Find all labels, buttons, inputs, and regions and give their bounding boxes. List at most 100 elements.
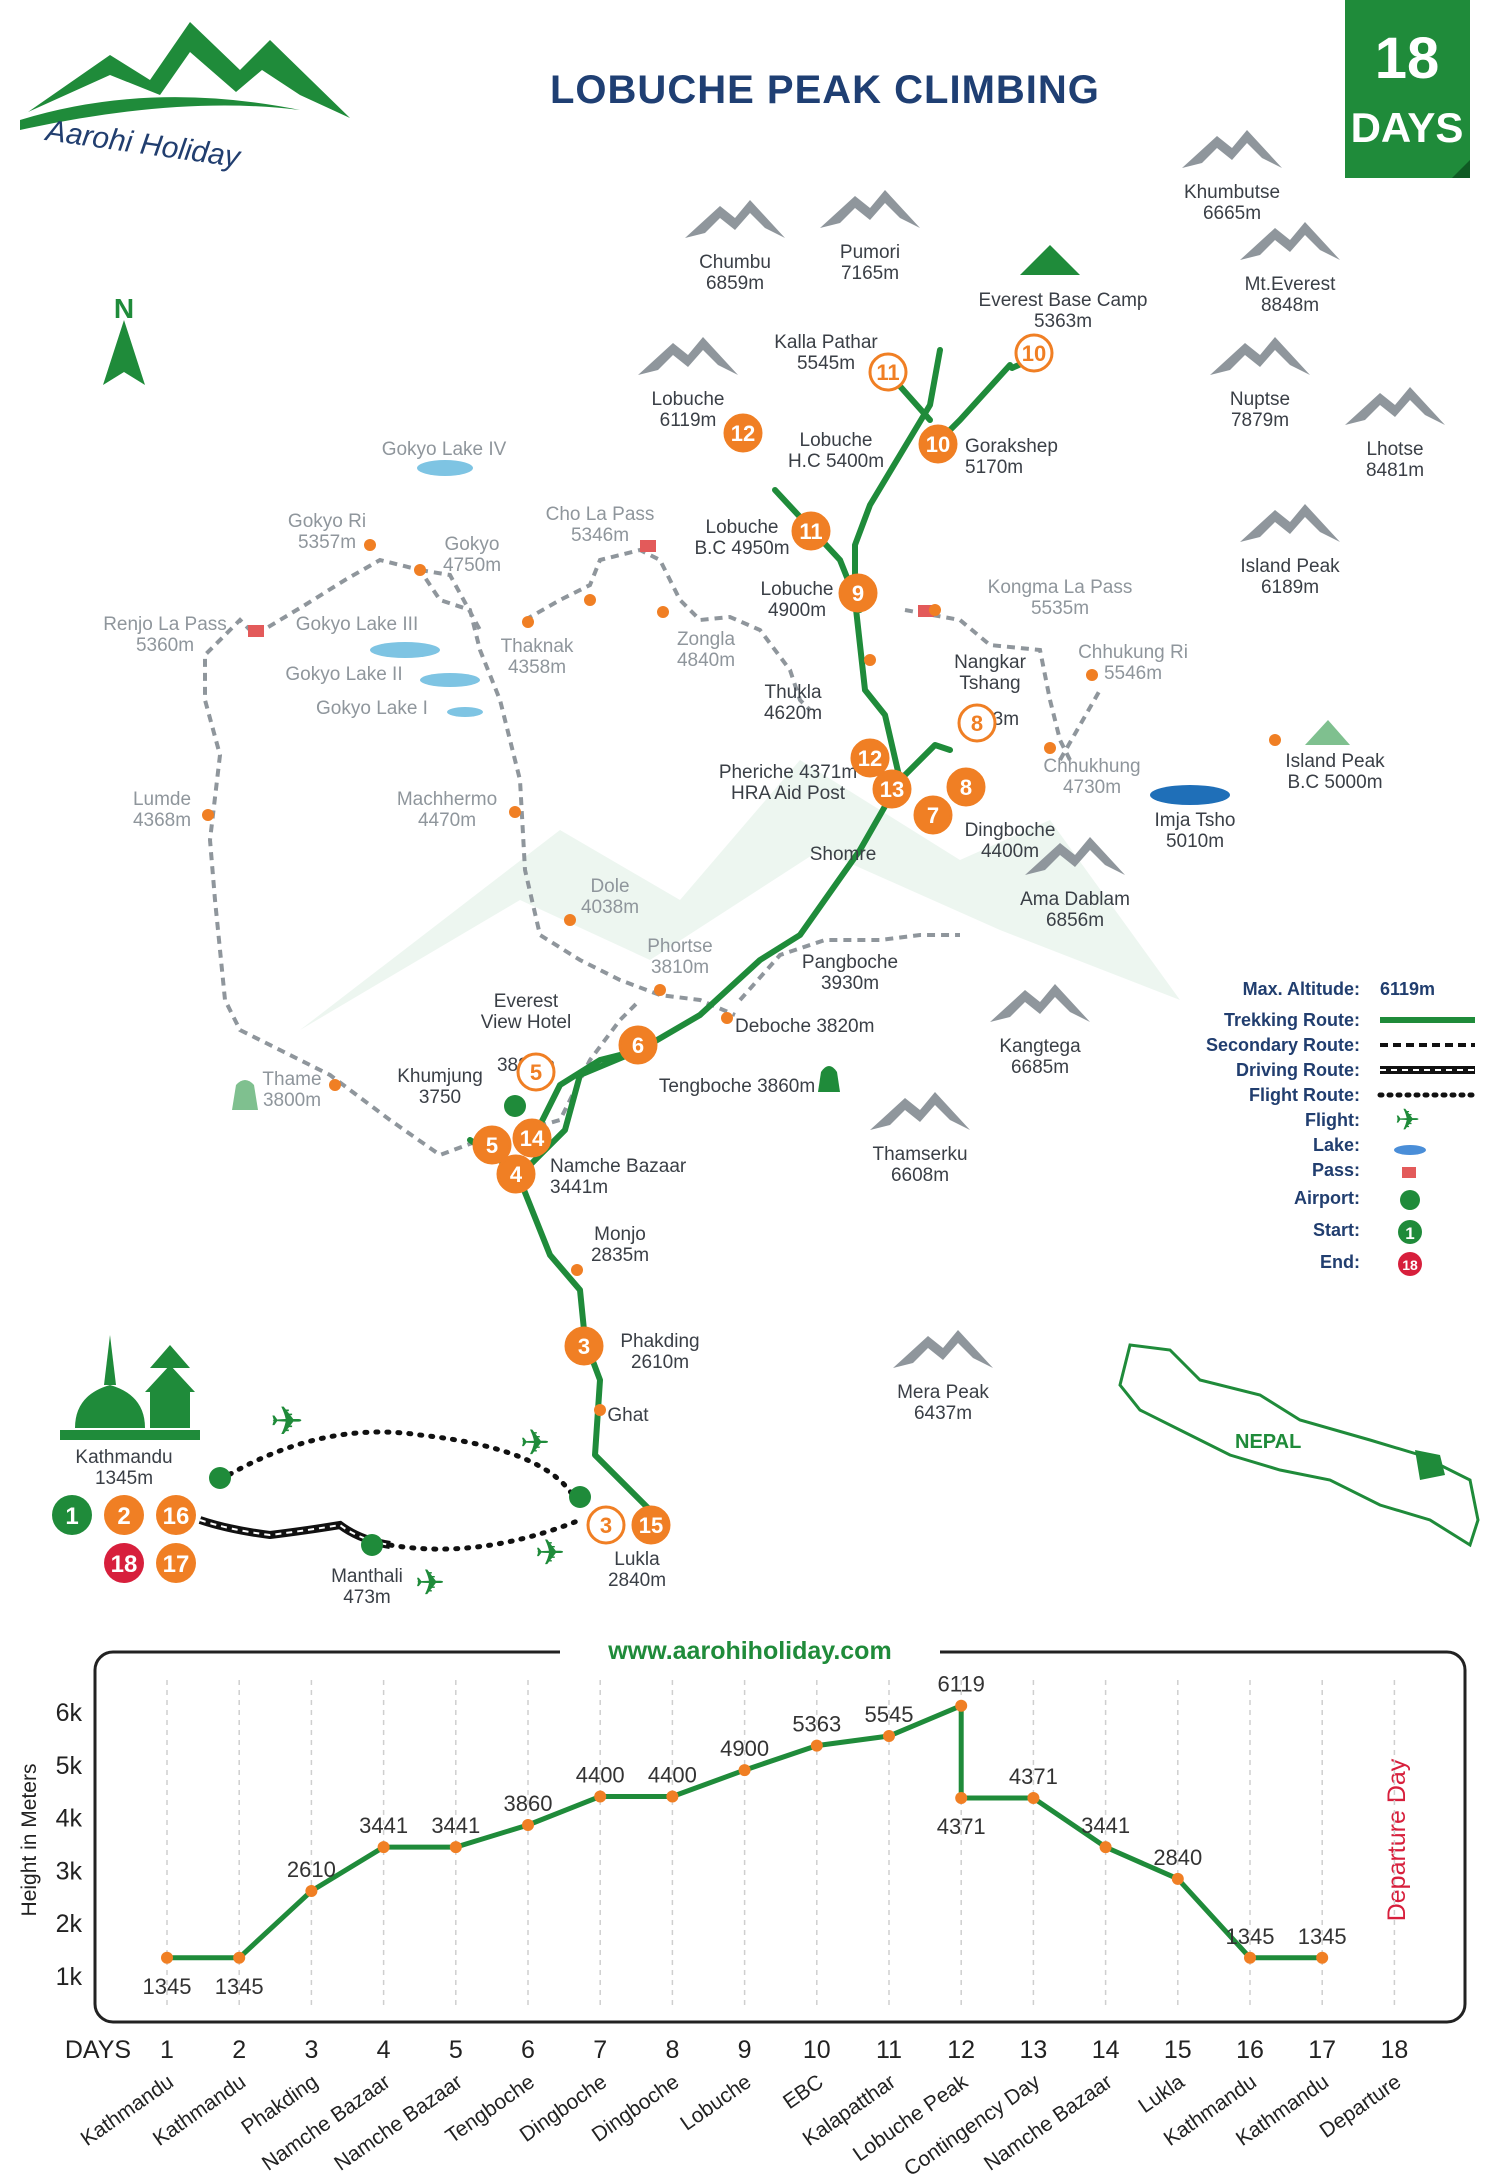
peak-altitude: 6685m <box>1011 1057 1069 1078</box>
place-name: Everest <box>494 991 559 1012</box>
day-marker <box>516 1052 556 1092</box>
x-tick-label: 18 <box>1380 2036 1408 2064</box>
chart-point <box>1099 1841 1112 1854</box>
syangboche-airport-icon <box>504 1095 526 1117</box>
mountain-icon <box>893 1330 993 1368</box>
place-name: Kathmandu <box>75 1447 172 1468</box>
y-tick-label: 6k <box>56 1699 83 1727</box>
grey-place-altitude: 5357m <box>298 532 356 553</box>
place-name: Nangkar <box>954 652 1026 673</box>
place-name: Gorakshep <box>965 436 1058 457</box>
day-marker <box>946 767 986 807</box>
route-dot <box>929 604 941 616</box>
route-dot <box>1044 742 1056 754</box>
website-link[interactable]: www.aarohiholiday.com <box>607 1637 891 1665</box>
imja-lake-icon <box>1150 785 1230 805</box>
day-marker <box>631 1505 671 1545</box>
kathmandu-day-badge <box>104 1543 144 1583</box>
grey-place-name: Renjo La Pass <box>103 614 227 635</box>
elevation-series-line <box>167 1703 1323 1961</box>
mountain-icon <box>1210 337 1310 375</box>
peak-altitude: 7879m <box>1231 410 1289 431</box>
y-tick-label: 1k <box>56 1963 83 1991</box>
chart-point <box>377 1841 390 1854</box>
place-name: Kalla Pathar <box>774 332 878 353</box>
chart-data-label: 1345 <box>1226 1924 1275 1949</box>
peak-altitude: 6665m <box>1203 203 1261 224</box>
place-altitude: 5170m <box>965 457 1023 478</box>
grey-place-altitude: 5546m <box>1104 663 1162 684</box>
place-name: Tengboche 3860m <box>659 1076 815 1097</box>
legend-label: Secondary Route: <box>1206 1035 1360 1055</box>
grey-place-name: Gokyo Ri <box>288 511 366 532</box>
chart-data-label: 1345 <box>143 1974 192 1999</box>
kathmandu-day-number: 2 <box>117 1503 130 1530</box>
peak-name: Kangtega <box>999 1036 1081 1057</box>
svg-text:18: 18 <box>1402 1257 1418 1273</box>
kathmandu-day-number: 18 <box>111 1551 138 1578</box>
chart-point <box>1027 1792 1040 1805</box>
elevation-chart: www.aarohiholiday.com Height in Meters D… <box>18 1630 1467 2181</box>
nepal-label: NEPAL <box>1235 1431 1301 1453</box>
route-dot <box>414 564 426 576</box>
legend-max-alt-value: 6119m <box>1380 979 1435 999</box>
chart-data-label: 5363 <box>792 1712 841 1737</box>
kathmandu-day-badge <box>104 1495 144 1535</box>
day-marker-number: 12 <box>858 746 882 771</box>
svg-text:N: N <box>114 293 134 324</box>
place-name: Pheriche 4371m <box>719 762 857 783</box>
chart-point <box>594 1790 607 1803</box>
days-axis-label: DAYS <box>65 2036 131 2064</box>
peak-icons <box>638 130 1445 1368</box>
lake-icon <box>370 642 440 658</box>
grey-place-altitude: 4470m <box>418 810 476 831</box>
grey-place-altitude: 4840m <box>677 650 735 671</box>
y-tick-label: 2k <box>56 1910 83 1938</box>
chart-data-label: 2840 <box>1153 1845 1202 1870</box>
legend-label: Trekking Route: <box>1224 1010 1360 1030</box>
route-dot <box>564 914 576 926</box>
kathmandu-day-number: 1 <box>65 1503 78 1530</box>
grey-place-altitude: 4730m <box>1063 777 1121 798</box>
x-tick-label: 4 <box>377 2036 391 2064</box>
chart-ylabel: Height in Meters <box>18 1764 41 1917</box>
grey-place-name: Gokyo Lake I <box>316 698 428 719</box>
legend-label: Lake: <box>1313 1135 1360 1155</box>
nepal-country-map: NEPAL <box>1118 1343 1480 1548</box>
legend-start-icon <box>1398 1220 1422 1244</box>
route-dot <box>1269 734 1281 746</box>
place-altitude: B.C 4950m <box>694 538 789 559</box>
day-marker <box>872 769 912 809</box>
place-name: Lukla <box>614 1549 660 1570</box>
legend-flight-icon: ✈ <box>1395 1104 1420 1137</box>
kathmandu-airport-icon <box>209 1467 231 1489</box>
day-marker <box>868 352 908 392</box>
grey-place-name: Chhukhung <box>1043 756 1140 777</box>
kathmandu-day-number: 16 <box>163 1503 190 1530</box>
day-marker <box>1014 333 1054 373</box>
plane-icon: ✈ <box>415 1562 445 1603</box>
peak-name: Pumori <box>840 242 900 263</box>
chart-point <box>161 1951 173 1964</box>
peak-name: Chumbu <box>699 252 771 273</box>
day-marker <box>918 424 958 464</box>
place-altitude: 2610m <box>631 1352 689 1373</box>
route-dots <box>202 539 1281 1416</box>
legend-end-icon <box>1398 1252 1422 1276</box>
peak-name: Mt.Everest <box>1245 274 1337 295</box>
y-tick-label: 4k <box>56 1805 83 1833</box>
day-marker <box>472 1125 512 1165</box>
place-name: Manthali <box>331 1566 403 1587</box>
peak-name: Khumbutse <box>1184 182 1280 203</box>
x-category-label: Lobuche <box>676 2070 755 2135</box>
place-name: Monjo <box>594 1224 646 1245</box>
day-marker <box>586 1505 626 1545</box>
chart-point <box>955 1699 968 1712</box>
lake-icon <box>420 673 480 687</box>
route-dot <box>202 809 214 821</box>
x-tick-label: 7 <box>593 2036 607 2064</box>
